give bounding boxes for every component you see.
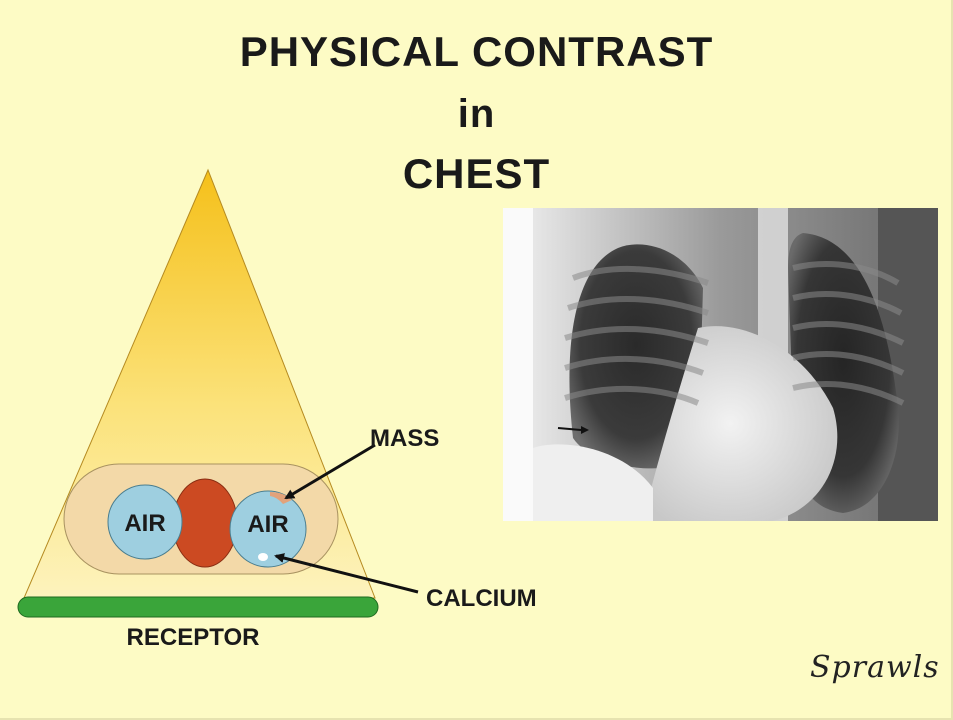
receptor-label: RECEPTOR (127, 624, 260, 651)
author-signature: Sprawls (810, 650, 940, 685)
air-left-label: AIR (124, 510, 165, 537)
mass-label: MASS (370, 425, 439, 452)
air-right-label: AIR (247, 511, 288, 538)
calcium-label: CALCIUM (426, 585, 537, 612)
calcium-dot (258, 553, 268, 561)
receptor-bar (18, 597, 378, 617)
chest-xray-image (503, 208, 938, 521)
mass-shape (173, 479, 237, 567)
